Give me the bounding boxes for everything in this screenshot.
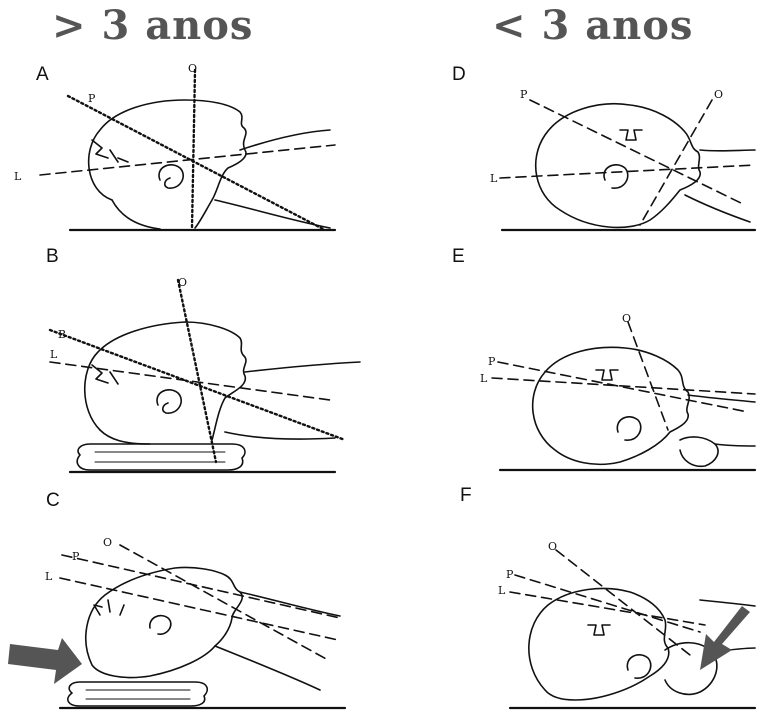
axis-label-o: O [188,62,197,75]
line-l [60,578,338,640]
axis-label-o: O [178,276,187,289]
line-l [492,378,755,394]
panel-b-drawing: B L O [50,276,360,472]
line-p [515,575,700,632]
ear [604,165,628,188]
axis-label-o: O [548,540,557,553]
axis-label-p: P [88,92,96,105]
line-l [510,592,705,625]
line-o [120,545,328,660]
line-p [62,555,340,618]
axis-label-p: P [520,88,528,101]
ear [159,165,183,188]
head-outline [533,347,689,464]
pillow [68,682,207,706]
axis-label-p: P [506,568,514,581]
panel-c-drawing: P O L [8,536,345,708]
axis-label-p: P [488,355,496,368]
line-l [40,145,335,175]
head-outline [86,567,242,677]
arrow-right-icon [8,638,82,684]
line-p [68,96,325,230]
axis-label-b: B [58,328,66,341]
line-o [640,100,712,225]
axis-label-l: L [45,570,53,583]
line-o [192,70,195,228]
line-p [530,100,745,205]
arrow-down-left-icon [700,606,750,670]
pillow [77,444,245,470]
axis-label-l: L [490,172,498,185]
line-o [628,322,668,430]
panel-e-drawing: O P L [480,312,755,470]
ear [157,390,181,413]
panel-f-drawing: O P L [498,540,755,708]
axis-label-l: L [14,170,22,183]
axis-label-o: O [622,312,631,325]
axis-label-o: O [714,88,723,101]
ear [150,616,171,635]
head-outline [529,588,669,700]
axis-label-p: P [72,550,80,563]
axis-label-l: L [498,584,506,597]
axis-label-l: L [480,372,488,385]
head-outline [85,322,246,440]
axis-label-l: L [50,348,58,361]
ear [617,417,640,440]
ear [627,655,650,678]
panel-d-drawing: P O L [490,88,755,230]
panel-a-drawing: P O L [14,62,335,230]
axis-label-o: O [103,536,112,549]
line-o [178,280,216,462]
